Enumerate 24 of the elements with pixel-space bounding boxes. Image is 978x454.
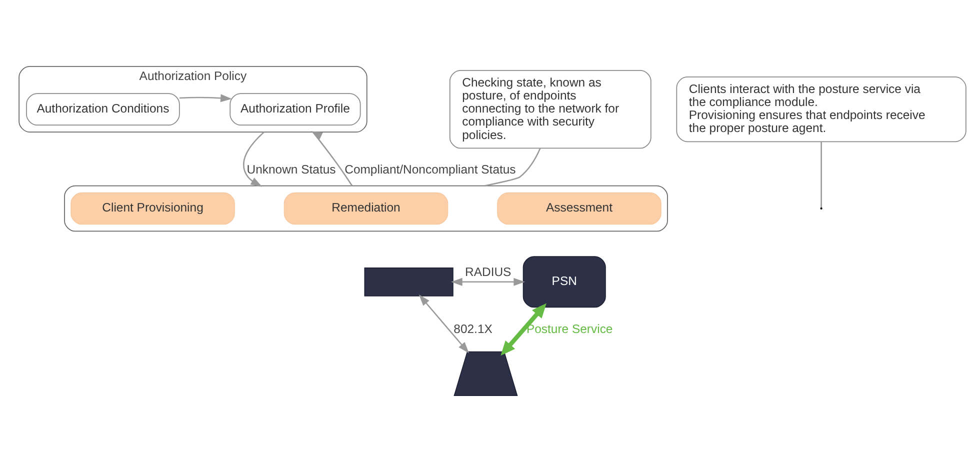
arrow [180,94,232,102]
arrow [243,131,265,186]
connector [820,141,822,208]
node-box: Authorization Profile [230,92,361,125]
edge-label: 802.1X [454,321,492,336]
node-box: Assessment [497,192,662,224]
arrow [310,130,353,186]
node-box: Checking state, known as posture, of endpoints connecting to the network for compliance with security policies. [449,69,652,148]
node-box: Client Provisioning [70,192,235,224]
node-box: Remediation [284,192,448,224]
node-box: Authorization Conditions [26,92,180,125]
arrow [500,302,546,356]
edge-label: RADIUS [465,264,512,278]
edge-label: Unknown Status [246,162,336,176]
arrow [418,294,470,353]
node-box [364,266,454,296]
edge-label: Compliant/Noncompliant Status [344,162,516,176]
node-box: PSN [522,256,606,308]
connector [484,148,541,186]
cluster [64,184,668,232]
node-laptop [454,350,518,396]
arrow [451,277,526,286]
edge-label: Posture Service [526,321,613,336]
node-box: Clients interact with the posture service via the compliance module. Provisioning ensures that endpoints receive the proper posture agent. [676,76,966,142]
